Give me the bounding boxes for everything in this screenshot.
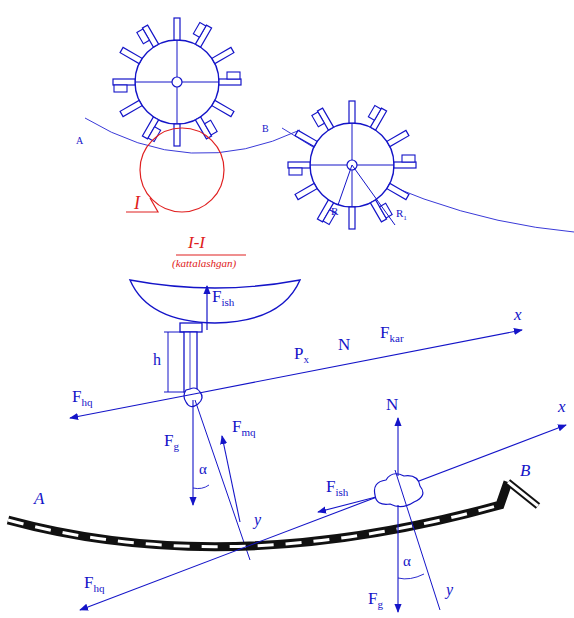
rail xyxy=(508,482,538,506)
angle-arc xyxy=(193,485,209,489)
force-arrow xyxy=(70,394,194,418)
y-axis xyxy=(395,470,440,610)
part-label: y xyxy=(254,512,261,528)
tooth xyxy=(387,130,409,146)
part-label: B xyxy=(262,124,269,134)
tooth xyxy=(136,25,158,51)
tooth-flange xyxy=(180,323,202,332)
force-label: Fhq xyxy=(84,574,105,594)
drum-segment xyxy=(130,280,300,323)
angle-arc xyxy=(398,574,424,579)
detail-circle xyxy=(140,128,224,212)
tooth xyxy=(212,47,234,63)
force-arrow xyxy=(397,505,398,612)
force-arrow xyxy=(192,400,193,505)
force-arrow xyxy=(222,436,240,522)
tooth xyxy=(189,22,211,48)
part-label: B xyxy=(520,462,530,479)
tooth xyxy=(349,101,355,123)
part-label: α xyxy=(403,554,411,569)
force-arrow xyxy=(206,286,207,330)
part-label: y xyxy=(446,582,453,598)
part-label: N xyxy=(386,396,398,413)
force-label: Fg xyxy=(164,432,179,452)
drum-body xyxy=(135,40,219,124)
part-label: I-I xyxy=(188,234,205,251)
tooth xyxy=(370,196,392,222)
dimension-line xyxy=(168,332,169,392)
tooth xyxy=(364,105,386,131)
part-label: x xyxy=(514,306,522,323)
force-label: R1 xyxy=(396,208,407,222)
drum xyxy=(113,18,241,146)
force-arrow xyxy=(318,497,376,512)
dimension-line xyxy=(164,332,184,333)
part-label: R xyxy=(331,206,338,217)
tooth xyxy=(212,100,234,116)
tooth xyxy=(387,183,409,199)
part-label: h xyxy=(153,352,161,368)
hub xyxy=(172,77,182,87)
force-arrow xyxy=(397,418,398,476)
part-label: A xyxy=(34,490,44,507)
rail xyxy=(508,482,538,506)
soil-clump xyxy=(374,474,422,507)
force-label: Fish xyxy=(326,478,348,498)
tooth xyxy=(174,18,180,40)
tooth xyxy=(120,47,142,63)
tooth xyxy=(219,72,241,85)
title-underline xyxy=(176,254,246,255)
drum-arc xyxy=(85,118,300,153)
rail xyxy=(8,505,500,547)
x-axis xyxy=(80,425,566,610)
tooth xyxy=(195,113,217,139)
force-label: Fish xyxy=(212,288,234,308)
tooth xyxy=(311,108,333,134)
force-label: Fg xyxy=(368,590,383,610)
part-label: x xyxy=(558,398,566,415)
tooth xyxy=(190,332,191,392)
dimension-line xyxy=(164,392,184,393)
y-axis xyxy=(195,400,250,560)
x-axis xyxy=(194,330,522,394)
force-label: Px xyxy=(294,345,309,365)
tooth xyxy=(349,207,355,229)
part-label: N xyxy=(338,336,350,353)
tooth xyxy=(174,124,180,146)
part-label: I xyxy=(134,194,140,212)
rail xyxy=(8,482,508,547)
radius-line xyxy=(352,165,395,225)
tooth xyxy=(394,155,416,168)
force-label: Fmq xyxy=(232,418,256,438)
part-label: α xyxy=(199,462,207,477)
part-label: (kattalashgan) xyxy=(172,258,236,269)
leader-line xyxy=(126,198,158,212)
part-label: A xyxy=(76,136,83,146)
tooth xyxy=(288,162,310,175)
drum xyxy=(288,101,416,229)
tooth xyxy=(295,130,317,146)
force-label: Fhq xyxy=(72,388,93,408)
tooth xyxy=(295,183,317,199)
tooth xyxy=(113,79,135,92)
force-label: Fkar xyxy=(380,324,404,344)
tooth xyxy=(120,100,142,116)
radius-line xyxy=(338,165,352,205)
tooth xyxy=(184,332,197,392)
tooth xyxy=(317,200,339,226)
